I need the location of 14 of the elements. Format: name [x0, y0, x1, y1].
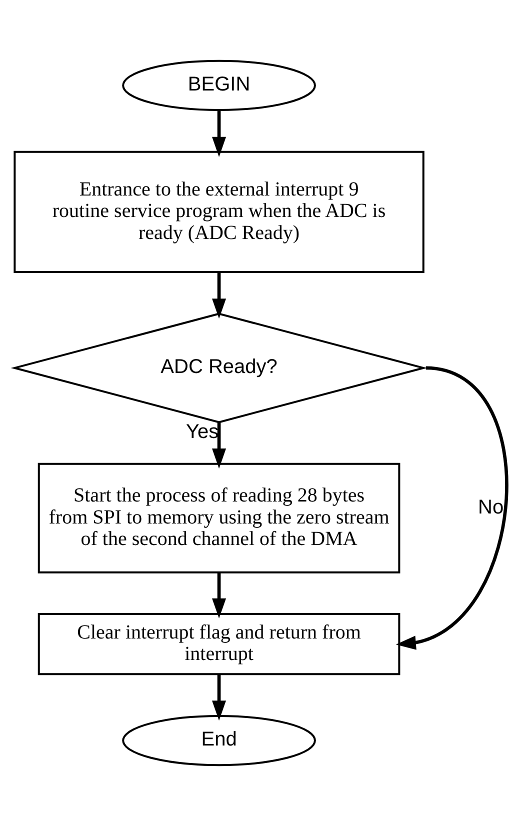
node-box: Clear interrupt flag and return from interrupt: [38, 612, 400, 675]
arrow: [212, 674, 226, 720]
node-box: Entrance to the external interrupt 9 routine service program when the ADC is ready (ADC Ready): [14, 150, 424, 273]
arrow: [396, 366, 508, 650]
arrow: [212, 272, 226, 318]
arrow: [212, 422, 226, 468]
arrow: [212, 572, 226, 618]
edge-label: Yes: [186, 420, 219, 442]
edge-label: No: [478, 496, 504, 518]
node-diamond: ADC Ready?: [10, 312, 428, 423]
node-ellipse: BEGIN: [122, 59, 316, 110]
arrow: [212, 110, 226, 156]
node-ellipse: End: [122, 714, 316, 766]
node-box: Start the process of reading 28 bytes from SPI to memory using the zero stream of the second channel of the DMA: [38, 462, 400, 573]
